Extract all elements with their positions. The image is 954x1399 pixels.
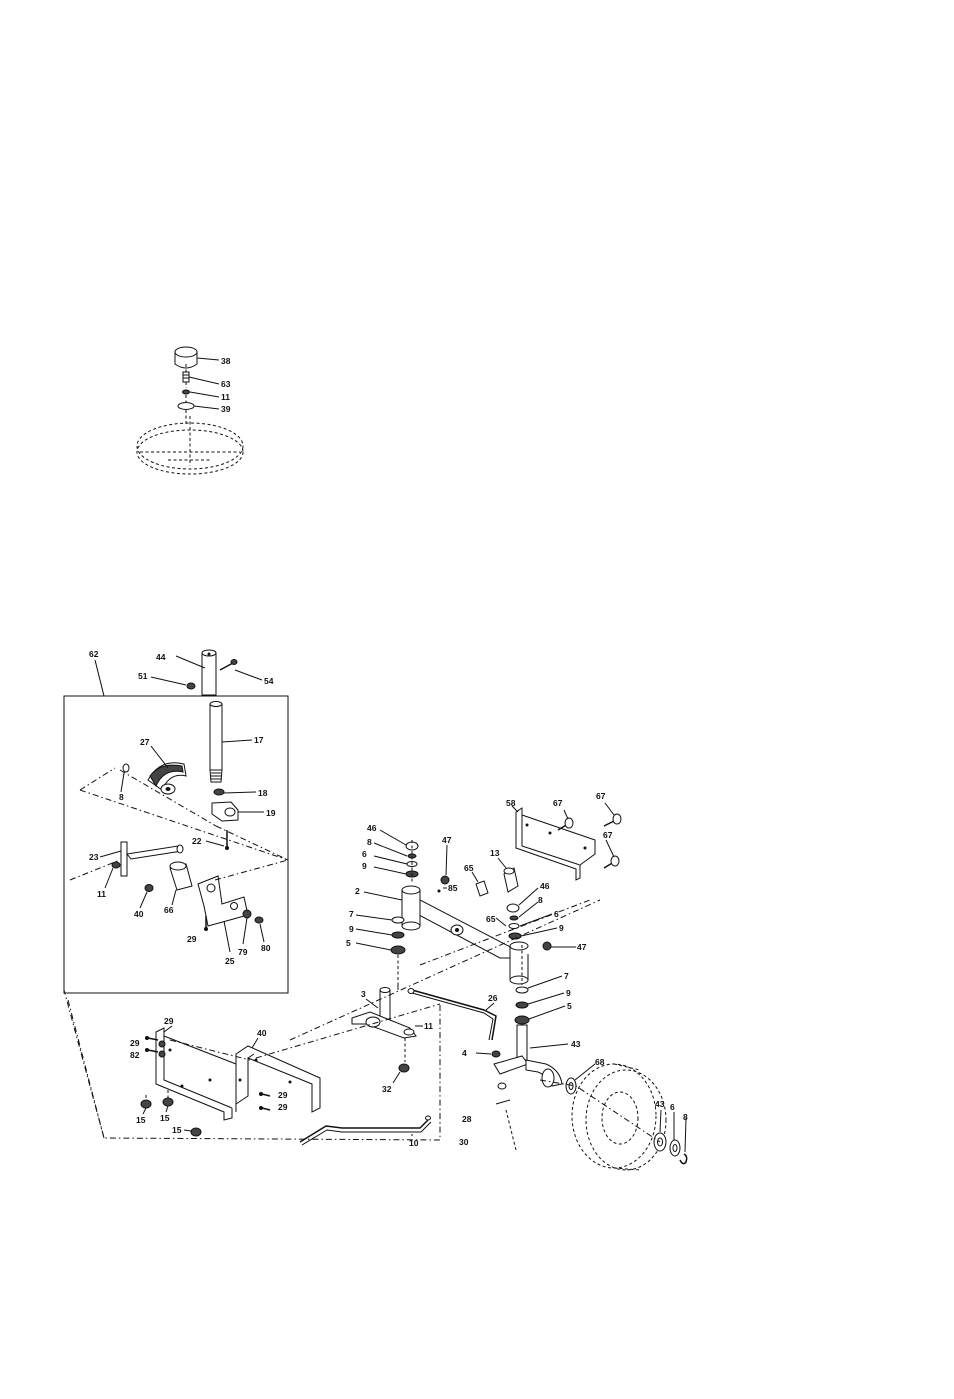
callout-11b: 11 [97, 889, 106, 899]
callout-26: 4 [462, 1048, 467, 1058]
bolt-54-part [220, 660, 237, 671]
nut-51-part [187, 683, 195, 689]
callout-44: 44 [156, 652, 166, 662]
front-axle-group: 58 67 67 67 46 8 6 9 47 85 [290, 791, 688, 1170]
steering-wheel-group: 38 63 11 39 [137, 347, 243, 474]
callout-4: 43 [571, 1039, 581, 1049]
callout-39: 39 [221, 404, 231, 414]
axle-support-bracket-part [516, 808, 595, 880]
callout-25: 25 [225, 956, 235, 966]
callout-47: 47 [442, 835, 452, 845]
callout-9d: 9 [566, 988, 571, 998]
callout-66: 66 [164, 905, 174, 915]
callout-9: 9 [362, 861, 367, 871]
bushing-66-part [170, 862, 192, 890]
callout-38: 38 [221, 356, 231, 366]
callout-5: 5 [346, 938, 351, 948]
callout-54: 54 [264, 676, 274, 686]
callout-28: 28 [462, 1114, 472, 1124]
callout-9c: 9 [349, 924, 354, 934]
callout-11: 11 [221, 392, 230, 402]
upper-shaft-part [202, 650, 216, 695]
callout-7b: 7 [564, 971, 569, 981]
washer-part [178, 403, 194, 410]
callout-8c: 8 [538, 895, 543, 905]
callout-85: 85 [448, 883, 458, 893]
bolt-part [183, 372, 189, 382]
lower-bracket-group: 29 29 82 40 29 29 15 15 15 [64, 990, 472, 1148]
callout-67b: 67 [596, 791, 606, 801]
drag-link-part [408, 989, 496, 1041]
callout-15b: 15 [160, 1113, 170, 1123]
washer-18-part [214, 789, 224, 795]
callout-62: 62 [89, 649, 99, 659]
right-spindle-hardware [507, 904, 521, 939]
callout-19: 19 [266, 808, 276, 818]
front-wheel-outline [572, 1064, 666, 1170]
callout-68: 29 [164, 1016, 174, 1026]
callout-82: 40 [257, 1028, 267, 1038]
callout-11c: 11 [424, 1021, 433, 1031]
callout-65: 65 [464, 863, 474, 873]
pinion-housing-part [212, 802, 238, 821]
callout-29d: 29 [278, 1090, 288, 1100]
callout-65b: 65 [486, 914, 496, 924]
callout-67a: 67 [553, 798, 563, 808]
callout-3: 3 [361, 989, 366, 999]
callout-8d: 8 [683, 1112, 688, 1122]
callout-15a: 15 [136, 1115, 146, 1125]
callout-2: 2 [355, 886, 360, 896]
callout-40: 40 [134, 909, 144, 919]
callout-5b: 5 [567, 1001, 572, 1011]
lock-washer-part [183, 390, 190, 394]
callout-67c: 67 [603, 830, 613, 840]
callout-18: 18 [258, 788, 268, 798]
callout-6: 6 [362, 849, 367, 859]
callout-63: 63 [221, 379, 231, 389]
callout-58: 58 [506, 798, 516, 808]
callout-29b: 29 [130, 1038, 140, 1048]
right-spindle-part [494, 1025, 562, 1104]
callout-7: 7 [349, 909, 354, 919]
pivot-pin-65-part [476, 881, 488, 896]
callout-8: 8 [119, 792, 124, 802]
callout-6c: 6 [670, 1102, 675, 1112]
left-spindle-hardware [406, 840, 418, 882]
callout-47b: 47 [577, 942, 587, 952]
callout-79: 79 [238, 947, 248, 957]
callout-23: 23 [89, 852, 99, 862]
steering-shaft-part [210, 702, 222, 783]
callout-46b: 46 [540, 881, 550, 891]
steering-gear-group: 62 44 51 54 17 [64, 649, 288, 993]
callout-22: 22 [192, 836, 202, 846]
pivot-bushing-13-part [504, 868, 518, 892]
callout-51: 51 [138, 671, 148, 681]
callout-8b: 8 [367, 837, 372, 847]
callout-43b: 43 [655, 1099, 665, 1109]
callout-40b: 32 [382, 1084, 392, 1094]
callout-80: 80 [261, 943, 271, 953]
callout-17: 17 [254, 735, 264, 745]
callout-29e: 29 [278, 1102, 288, 1112]
callout-9b: 9 [559, 923, 564, 933]
callout-13: 13 [490, 848, 500, 858]
callout-30: 30 [459, 1137, 469, 1147]
callout-29: 29 [187, 934, 197, 944]
callout-46: 46 [367, 823, 377, 833]
callout-27: 27 [140, 737, 150, 747]
callout-32: 26 [488, 993, 498, 1003]
callout-15c: 15 [172, 1125, 182, 1135]
callout-29c: 82 [130, 1050, 140, 1060]
